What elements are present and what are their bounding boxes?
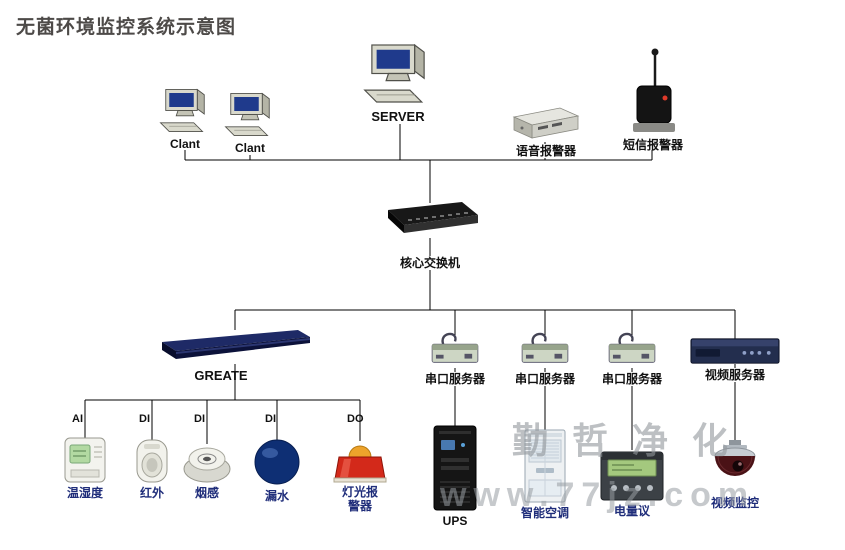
node-sms-alarm: 短信报警器 — [618, 46, 688, 152]
ups-icon — [433, 425, 477, 511]
port-label-ai: AI — [72, 413, 83, 425]
dome-camera-icon — [714, 440, 756, 476]
node-infrared: 红外 — [122, 438, 182, 500]
sms-alarm-label: 短信报警器 — [622, 138, 683, 152]
port-label-do: DO — [347, 413, 364, 425]
node-temp-humidity: 温湿度 — [55, 436, 115, 500]
server-icon — [363, 43, 425, 103]
smoke-detector-icon — [183, 447, 231, 483]
light-alarm-label: 灯光报警器 — [341, 485, 378, 514]
video-server-label: 视频服务器 — [702, 368, 767, 383]
client2-label: Clant — [235, 141, 265, 155]
node-water-leak: 漏水 — [247, 437, 307, 503]
node-serial-server-1: 串口服务器 — [423, 330, 488, 387]
infrared-sensor-icon — [136, 439, 168, 483]
client1-label: Clant — [170, 137, 200, 151]
video-monitor-label: 视频监控 — [710, 496, 759, 510]
greate-controller-icon — [162, 330, 310, 359]
port-label-di2: DI — [194, 413, 205, 425]
serial-server-icon — [521, 332, 569, 363]
temp-humidity-label: 温湿度 — [66, 486, 103, 500]
serial-server-icon — [608, 332, 656, 363]
temp-humidity-sensor-icon — [64, 437, 106, 483]
node-serial-server-3: 串口服务器 — [600, 330, 665, 387]
server-label: SERVER — [371, 109, 425, 124]
node-power-meter: 电量议 — [598, 446, 666, 518]
client-computer-icon — [224, 92, 270, 136]
node-server: SERVER — [358, 40, 438, 125]
core-switch-label: 核心交换机 — [397, 256, 462, 271]
smart-ac-label: 智能空调 — [520, 506, 569, 520]
ups-label: UPS — [442, 514, 468, 528]
node-video-server: 视频服务器 — [687, 336, 783, 383]
node-client2: Clant — [215, 90, 285, 155]
smart-ac-icon — [524, 429, 566, 503]
diagram-title: 无菌环境监控系统示意图 — [16, 17, 237, 38]
port-label-di1: DI — [139, 413, 150, 425]
node-serial-server-2: 串口服务器 — [513, 330, 578, 387]
voice-alarm-label: 语音报警器 — [513, 144, 578, 159]
serial-server-icon — [431, 332, 479, 363]
node-greate: GREATE — [160, 326, 310, 384]
node-voice-alarm: 语音报警器 — [508, 104, 584, 159]
node-client1: Clant — [150, 86, 220, 151]
node-smart-ac: 智能空调 — [513, 428, 577, 520]
port-label-di3: DI — [265, 413, 276, 425]
node-video-monitor: 视频监控 — [703, 438, 767, 510]
power-meter-label: 电量议 — [613, 504, 650, 518]
light-alarm-icon — [333, 445, 387, 483]
node-core-switch: 核心交换机 — [378, 200, 482, 271]
serial-server-3-label: 串口服务器 — [600, 372, 665, 387]
power-meter-icon — [600, 451, 664, 501]
node-ups: UPS — [425, 424, 485, 528]
video-server-icon — [690, 338, 780, 364]
greate-label: GREATE — [194, 368, 248, 383]
node-smoke: 烟感 — [177, 440, 237, 500]
infrared-label: 红外 — [139, 486, 164, 500]
sms-alarm-icon — [633, 48, 675, 132]
client-computer-icon — [159, 88, 205, 132]
water-leak-sensor-icon — [254, 439, 300, 485]
serial-server-1-label: 串口服务器 — [423, 372, 488, 387]
serial-server-2-label: 串口服务器 — [513, 372, 578, 387]
voice-alarm-icon — [512, 107, 580, 139]
network-switch-icon — [388, 202, 478, 233]
water-leak-label: 漏水 — [264, 489, 289, 503]
smoke-label: 烟感 — [194, 486, 219, 500]
node-light-alarm: 灯光报警器 — [330, 437, 390, 514]
